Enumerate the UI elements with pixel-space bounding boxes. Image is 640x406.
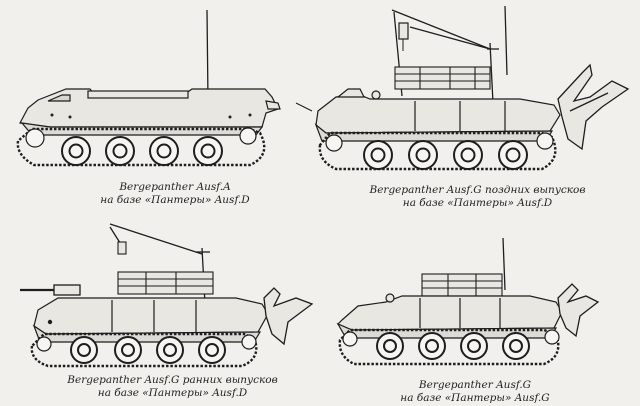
caption-ausf-a: Bergepanther Ausf.A на базе «Пантеры» Au… — [65, 181, 285, 207]
bergepanther-ausf-g-early-drawing — [20, 223, 314, 368]
caption-ausf-g-line2: на базе «Пантеры» Ausf.G — [400, 392, 550, 404]
caption-ausf-g-early-line1: Bergepanther Ausf.G ранних выпусков — [67, 374, 278, 386]
caption-ausf-g: Bergepanther Ausf.G на базе «Пантеры» Au… — [365, 379, 585, 405]
caption-ausf-a-line2: на базе «Пантеры» Ausf.D — [100, 194, 250, 206]
caption-ausf-g-early-line2: на базе «Пантеры» Ausf.D — [97, 387, 248, 399]
caption-ausf-g-late: Bergepanther Ausf.G поздних выпусков на … — [345, 184, 610, 210]
bergepanther-ausf-a-drawing — [16, 9, 281, 167]
caption-ausf-g-line1: Bergepanther Ausf.G — [418, 379, 532, 391]
caption-ausf-g-late-line1: Bergepanther Ausf.G поздних выпусков — [369, 184, 586, 196]
bergepanther-ausf-g-late-drawing — [295, 5, 630, 171]
caption-ausf-g-late-line2: на базе «Пантеры» Ausf.D — [402, 197, 553, 209]
bergepanther-ausf-g-drawing — [336, 237, 600, 366]
caption-ausf-g-early: Bergepanther Ausf.G ранних выпусков на б… — [40, 374, 305, 400]
caption-ausf-a-line1: Bergepanther Ausf.A — [119, 181, 231, 193]
